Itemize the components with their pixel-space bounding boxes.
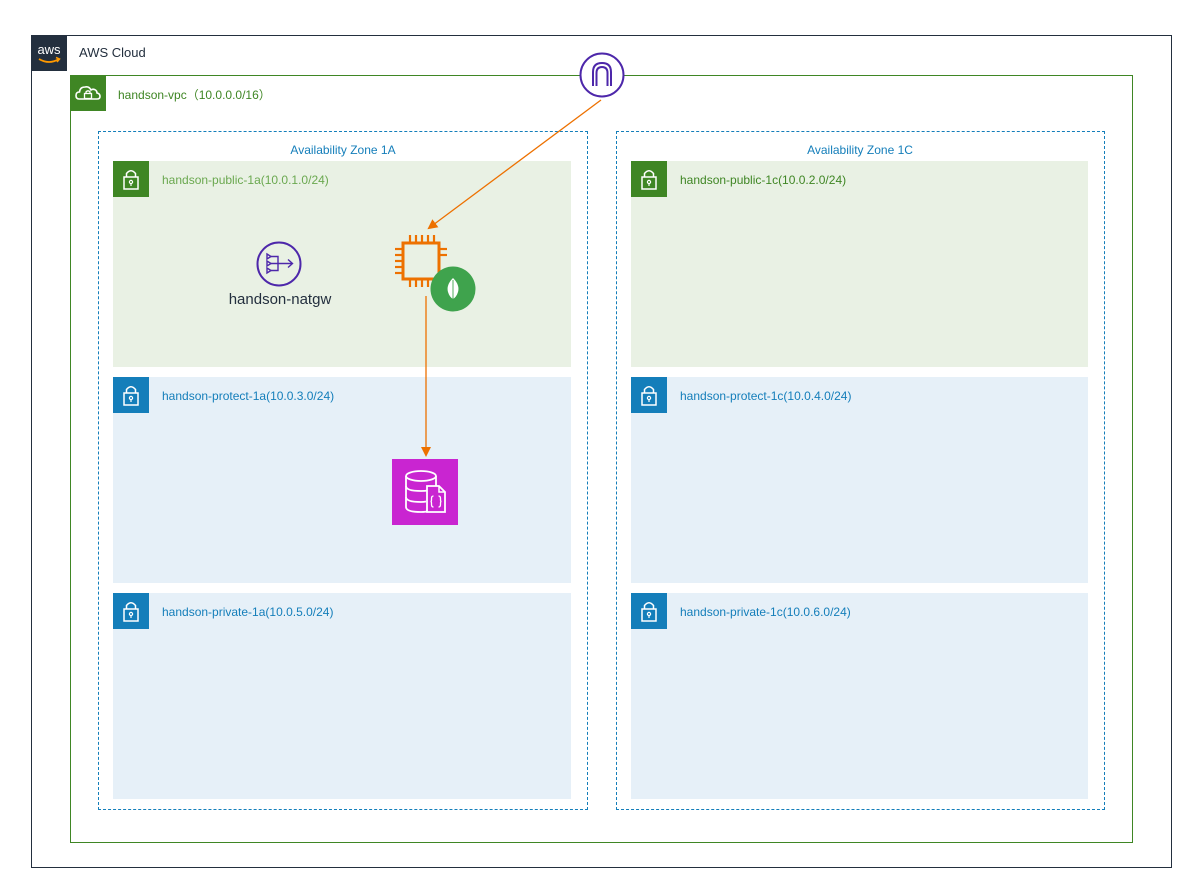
- availability-zone-1a: [98, 131, 588, 810]
- padlock-icon: [631, 377, 667, 413]
- internet-gateway-icon: [579, 52, 625, 98]
- documentdb-icon: [392, 459, 458, 525]
- vpc-label: handson-vpc（10.0.0.0/16）: [118, 88, 271, 102]
- subnet-public-1c-label: handson-public-1c(10.0.2.0/24): [680, 173, 847, 187]
- padlock-icon: [631, 161, 667, 197]
- subnet-private-1a: [113, 593, 571, 799]
- aws-cloud-group: [31, 35, 1172, 868]
- subnet-protect-1c-label: handson-protect-1c(10.0.4.0/24): [680, 389, 852, 403]
- igw-to-ec2-arrow: [427, 99, 602, 230]
- subnet-protect-1a: [113, 377, 571, 583]
- mongodb-leaf-icon: [430, 266, 476, 312]
- subnet-public-1a-label: handson-public-1a(10.0.1.0/24): [162, 173, 329, 187]
- subnet-private-1a-label: handson-private-1a(10.0.5.0/24): [162, 605, 334, 619]
- subnet-public-1a: [113, 161, 571, 367]
- subnet-public-1c: [631, 161, 1088, 367]
- aws-logo: aws: [31, 35, 67, 71]
- padlock-icon: [113, 377, 149, 413]
- subnet-protect-1a-label: handson-protect-1a(10.0.3.0/24): [162, 389, 335, 403]
- availability-zone-1c-label: Availability Zone 1C: [807, 143, 913, 157]
- availability-zone-1a-label: Availability Zone 1A: [290, 143, 396, 157]
- ec2-instance-chip-icon: [394, 233, 448, 289]
- subnet-protect-1c: [631, 377, 1088, 583]
- nat-gateway-icon: [256, 241, 302, 287]
- vpc-cloud-lock-icon: [70, 75, 106, 111]
- subnet-private-1c-label: handson-private-1c(10.0.6.0/24): [680, 605, 851, 619]
- subnet-private-1c: [631, 593, 1088, 799]
- aws-cloud-label: AWS Cloud: [79, 45, 146, 60]
- availability-zone-1c: [616, 131, 1105, 810]
- aws-logo-text: aws: [37, 42, 61, 57]
- padlock-icon: [113, 161, 149, 197]
- padlock-icon: [631, 593, 667, 629]
- nat-gateway-label: handson-natgw: [228, 291, 332, 308]
- padlock-icon: [113, 593, 149, 629]
